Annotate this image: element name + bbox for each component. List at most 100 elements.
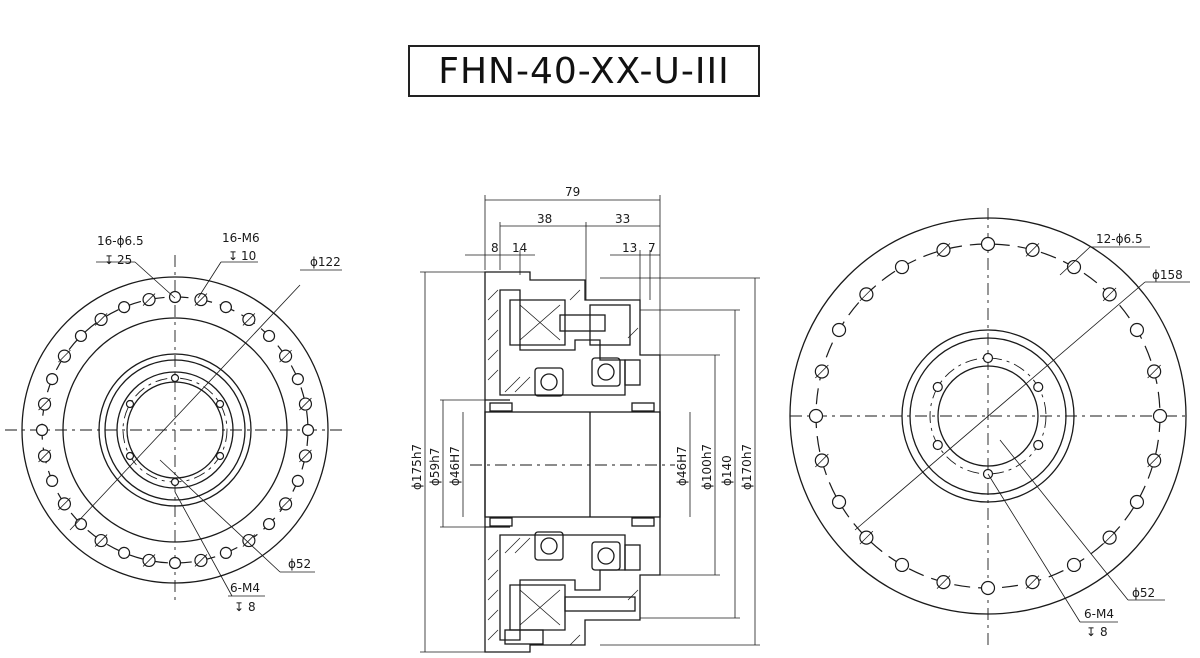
- left-view-labels: 16-ϕ6.5 ↧ 25 16-M6 ↧ 10 ϕ122 ϕ52 6-M4 ↧ …: [97, 231, 341, 614]
- left-through-hole: [118, 546, 131, 559]
- left-flange-step: [62, 317, 288, 543]
- left-through-hole: [118, 301, 131, 314]
- label-phi59h7: ϕ59h7: [428, 448, 442, 486]
- lower-cap-screw: [504, 629, 544, 645]
- right-tapped-hole-thread-mark: [1102, 287, 1117, 302]
- left-view: [5, 255, 345, 605]
- left-through-hole: [219, 301, 232, 314]
- label-8: 8: [491, 241, 499, 255]
- left-tapped-hole-thread-mark: [142, 293, 156, 306]
- upper-set-screw: [489, 402, 513, 412]
- label-phi52-left: ϕ52: [288, 557, 311, 571]
- left-through-hole: [262, 329, 276, 343]
- label-phi100h7: ϕ100h7: [700, 444, 714, 490]
- left-tapped-hole-thread-mark: [279, 497, 292, 511]
- bore-section: [484, 411, 661, 518]
- label-phi175h7: ϕ175h7: [410, 444, 424, 490]
- left-tapped-hole-thread-mark: [194, 554, 208, 567]
- right-through-hole: [894, 557, 910, 573]
- left-hub-outer: [98, 353, 252, 507]
- left-m4-hole: [125, 451, 135, 461]
- left-through-hole: [291, 373, 304, 386]
- left-through-hole: [301, 423, 315, 437]
- label-phi140: ϕ140: [720, 455, 734, 486]
- right-tapped-hole-thread-mark: [1147, 364, 1161, 379]
- right-m4-hole: [1033, 439, 1044, 451]
- left-through-hole: [262, 517, 276, 531]
- lower-inner-part: [499, 534, 626, 641]
- right-m4-holes: [932, 352, 1044, 480]
- right-through-hole: [1066, 557, 1082, 573]
- left-bore-ring: [116, 371, 234, 489]
- right-through-hole: [980, 580, 996, 596]
- lower-ball-bearing-a: [534, 531, 564, 561]
- right-tapped-hole-thread-mark: [1147, 453, 1161, 468]
- right-tapped-hole-thread-mark: [936, 575, 951, 589]
- lower-bearing-housing: [509, 584, 566, 631]
- right-m4-hole: [982, 352, 994, 364]
- label-6-m4-right: 6-M4: [1084, 607, 1114, 621]
- depth-icon: ↧: [104, 253, 114, 267]
- left-holes: [35, 290, 315, 570]
- right-through-hole: [1152, 408, 1168, 424]
- right-through-hole: [1066, 259, 1082, 275]
- left-m4-hole: [170, 373, 180, 383]
- left-m4-holes: [125, 373, 225, 487]
- left-tapped-hole-thread-mark: [194, 293, 208, 306]
- left-through-hole: [46, 373, 59, 386]
- right-m4-circle: [929, 357, 1047, 475]
- leader-12-phi: [1059, 246, 1091, 276]
- right-holes: [808, 236, 1168, 596]
- left-through-hole: [291, 474, 304, 487]
- left-tapped-hole-thread-mark: [38, 397, 51, 411]
- left-tapped-hole-thread-mark: [299, 397, 312, 411]
- left-tapped-hole-thread-mark: [242, 313, 256, 326]
- section-view-labels: 79 38 33 8 14 13 7 ϕ175h7 ϕ59h7 ϕ46H7 ϕ4…: [410, 185, 754, 490]
- label-phi52-right: ϕ52: [1132, 586, 1155, 600]
- leader-m4: [174, 491, 233, 597]
- left-tapped-hole-thread-mark: [38, 449, 51, 463]
- upper-ball-bearing-a: [534, 367, 564, 397]
- label-phi158: ϕ158: [1152, 268, 1183, 282]
- leader-16-phi: [134, 261, 176, 299]
- left-tapped-hole-thread-mark: [279, 349, 292, 363]
- left-tapped-hole-thread-mark: [242, 534, 256, 547]
- left-hub-ring: [104, 359, 246, 501]
- right-m4-hole: [932, 381, 943, 393]
- right-tapped-hole-thread-mark: [1025, 243, 1040, 257]
- right-hub-outer: [901, 329, 1075, 503]
- right-tapped-hole-thread-mark: [815, 364, 829, 379]
- label-7: 7: [648, 241, 656, 255]
- label-depth-8-left: 8: [248, 600, 256, 614]
- label-13: 13: [622, 241, 637, 255]
- leader-m4-right: [987, 473, 1081, 623]
- right-through-hole: [831, 494, 847, 510]
- label-12-phi6-5: 12-ϕ6.5: [1096, 232, 1143, 246]
- left-tapped-hole-thread-mark: [299, 449, 312, 463]
- label-depth-10: 10: [241, 249, 256, 263]
- left-through-hole: [168, 556, 182, 570]
- left-through-hole: [74, 329, 88, 343]
- left-through-hole: [35, 423, 49, 437]
- right-through-hole: [1129, 322, 1145, 338]
- right-through-hole: [831, 322, 847, 338]
- left-m4-hole: [215, 399, 225, 409]
- upper-inner-part: [499, 289, 626, 396]
- left-through-hole: [46, 474, 59, 487]
- left-through-hole: [219, 546, 232, 559]
- upper-ball-bearing-b: [591, 357, 621, 387]
- left-tapped-hole-thread-mark: [142, 554, 156, 567]
- upper-block: [589, 304, 631, 346]
- label-depth-8-right: 8: [1100, 625, 1108, 639]
- label-phi170h7: ϕ170h7: [740, 444, 754, 490]
- label-phi122: ϕ122: [310, 255, 341, 269]
- right-view: [789, 208, 1190, 650]
- lower-ball-bearing-b: [591, 541, 621, 571]
- right-through-hole: [894, 259, 910, 275]
- right-through-hole: [980, 236, 996, 252]
- left-tapped-hole-thread-mark: [58, 497, 71, 511]
- section-view: [420, 195, 760, 653]
- label-6-m4-left: 6-M4: [230, 581, 260, 595]
- right-m4-hole: [1033, 381, 1044, 393]
